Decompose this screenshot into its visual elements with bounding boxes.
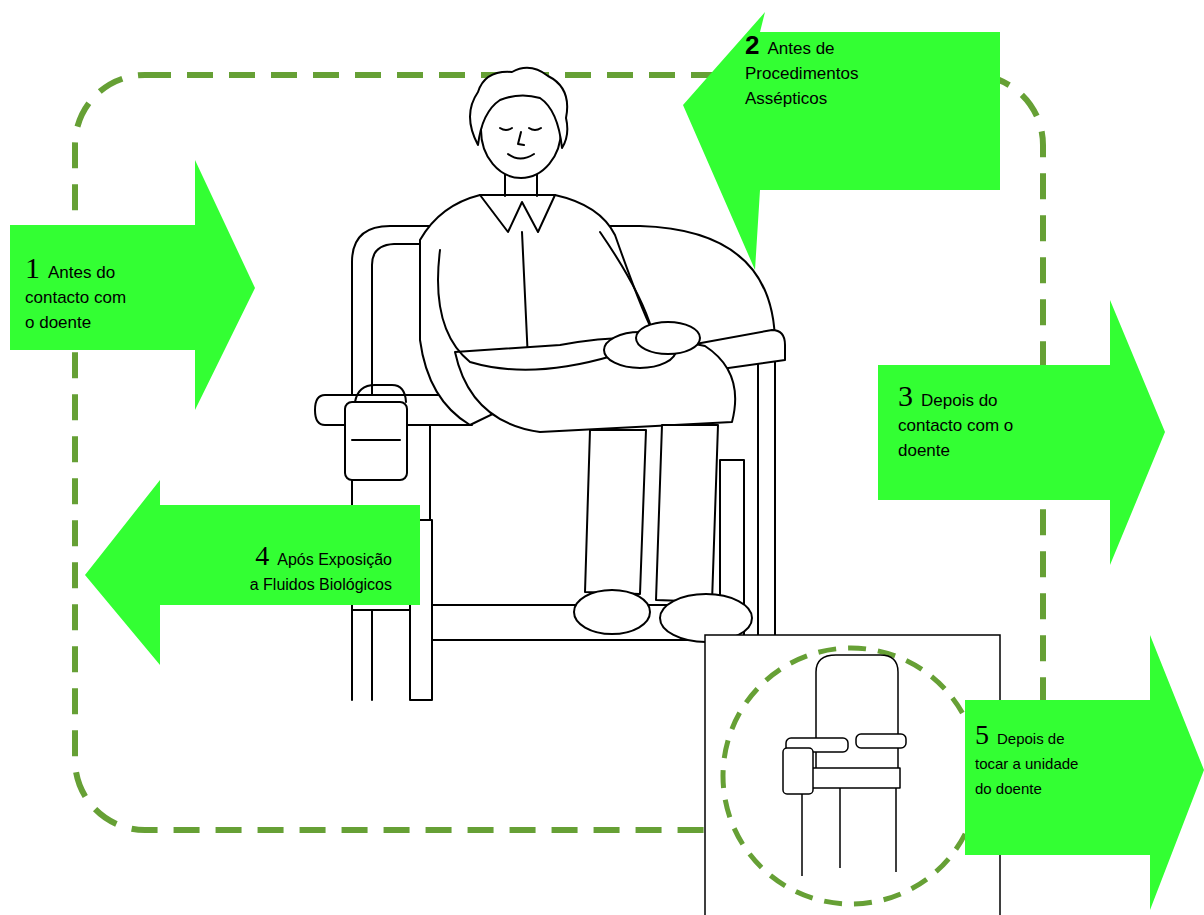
arrow-text: 1Antes do contacto com o doente (25, 255, 135, 335)
mouth (508, 154, 534, 159)
arrow-fill (965, 635, 1204, 910)
moment-number: 4 (255, 540, 269, 571)
arm (600, 232, 652, 330)
chair-back-line (757, 340, 759, 640)
moment-label: Antes de Procedimentos Assépticos (745, 39, 858, 108)
moment-number: 3 (898, 379, 913, 412)
leg (656, 425, 718, 602)
inset-frame (705, 635, 1000, 915)
arm (438, 250, 612, 370)
eyes (500, 128, 541, 130)
moment-label: Depois do contacto com o doente (898, 391, 1013, 460)
moment-arrow: 2Antes de Procedimentos Assépticos (683, 12, 1000, 270)
moment-arrow: 4Após Exposição a Fluidos Biológicos (85, 480, 420, 665)
chair-legs (802, 788, 896, 876)
hand (636, 322, 700, 354)
bag-line (352, 439, 400, 441)
arrow-fill (683, 12, 1000, 270)
leg (585, 430, 646, 594)
bag (783, 748, 813, 794)
arrow-shape (683, 12, 1000, 270)
nose (518, 132, 524, 145)
bag-handle (355, 385, 406, 402)
arrow-shape (965, 635, 1204, 910)
cardigan-line (522, 232, 528, 360)
moment-label: Antes do contacto com o doente (25, 263, 126, 332)
trousers (455, 338, 735, 432)
moment-label: Depois de tocar a unidade do doente (975, 730, 1078, 797)
moment-arrow: 5Depois de tocar a unidade do doente (965, 635, 1204, 910)
hair (470, 68, 567, 148)
arrow-shape (10, 160, 255, 410)
unit-zone (723, 648, 979, 904)
arrow-text: 2Antes de Procedimentos Assépticos (745, 33, 875, 111)
collar (480, 195, 555, 232)
moment-label: Após Exposição a Fluidos Biológicos (250, 551, 392, 593)
moment-number: 1 (25, 251, 40, 284)
empty-chair (783, 655, 906, 876)
bag (345, 402, 407, 480)
arrow-text: 4Após Exposição a Fluidos Biológicos (244, 543, 392, 597)
arrow-fill (878, 300, 1165, 565)
chair-seat (800, 768, 900, 788)
moment-arrow: 1Antes do contacto com o doente (10, 160, 255, 410)
slipper (574, 590, 650, 634)
arrow-text: 5Depois de tocar a unidade do doente (975, 722, 1090, 801)
arrow-text: 3Depois do contacto com o doente (898, 383, 1038, 463)
chair-back (816, 655, 898, 772)
chair-arm (856, 734, 906, 748)
arrow-fill (10, 160, 255, 410)
moment-number: 2 (745, 30, 759, 60)
moment-arrow: 3Depois do contacto com o doente (878, 300, 1165, 565)
arrow-shape (85, 480, 420, 665)
arrow-fill (85, 480, 420, 665)
moment-number: 5 (975, 719, 989, 750)
